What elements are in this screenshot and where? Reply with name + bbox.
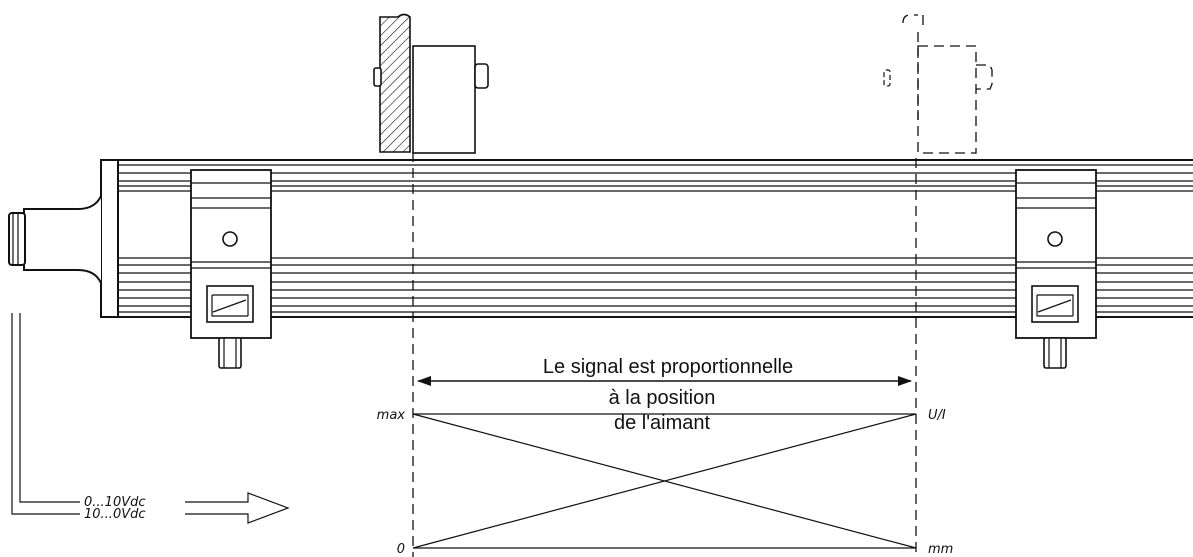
sensor-profile [8,159,1193,318]
output-wiring [11,313,290,524]
magnet-right-pin-left [883,69,891,87]
label-zero: 0 [397,542,405,557]
magnet-left [373,13,489,154]
magnet-right-plate [902,14,924,120]
connector-ribs [12,213,19,265]
connector-housing [23,195,102,284]
magnet-left-pin-right [474,63,489,89]
caption-line-3: de l'aimant [614,412,711,434]
signal-rising-line [412,413,917,549]
clamp-right-bolt [1043,337,1067,369]
output-wire-outer [11,313,80,515]
profile-grooves [118,164,1193,313]
caption-line-1: Le signal est proportionnelle [543,356,793,378]
clamp-left-bolt-thread [223,338,237,368]
output-wire-inner [19,313,80,503]
caption-line-2: à la position [609,387,716,409]
mounting-plate-hatched [379,13,411,153]
output-label-rising: 0...10Vdc [84,495,146,510]
end-cap [100,159,119,318]
clamp-right-lines [1016,182,1096,269]
signal-graph [412,413,917,549]
profile-outline [118,159,1193,318]
clamp-left-screw-hole [222,231,238,247]
connector-plug [8,212,26,266]
mounting-clamp-left [190,169,272,369]
output-arrow-icon [185,492,290,524]
label-mm: mm [928,542,953,557]
magnet-left-pin-left [373,67,382,87]
clamp-right-screw-hole [1047,231,1063,247]
label-max: max [377,408,406,423]
magnet-left-body [412,45,476,154]
clamp-right-nut [1036,294,1074,317]
clamp-right-bolt-thread [1048,338,1062,368]
label-signal: U/I [928,408,946,423]
magnet-right-body [917,45,977,154]
magnet-right-pin-right [976,64,993,90]
mounting-clamp-right [1015,169,1097,369]
clamp-left-bolt [218,337,242,369]
clamp-left-nut [211,294,249,317]
clamp-left-lines [191,182,271,269]
magnet-right-dashed [883,14,993,154]
output-label-falling: 10...0Vdc [84,507,146,522]
